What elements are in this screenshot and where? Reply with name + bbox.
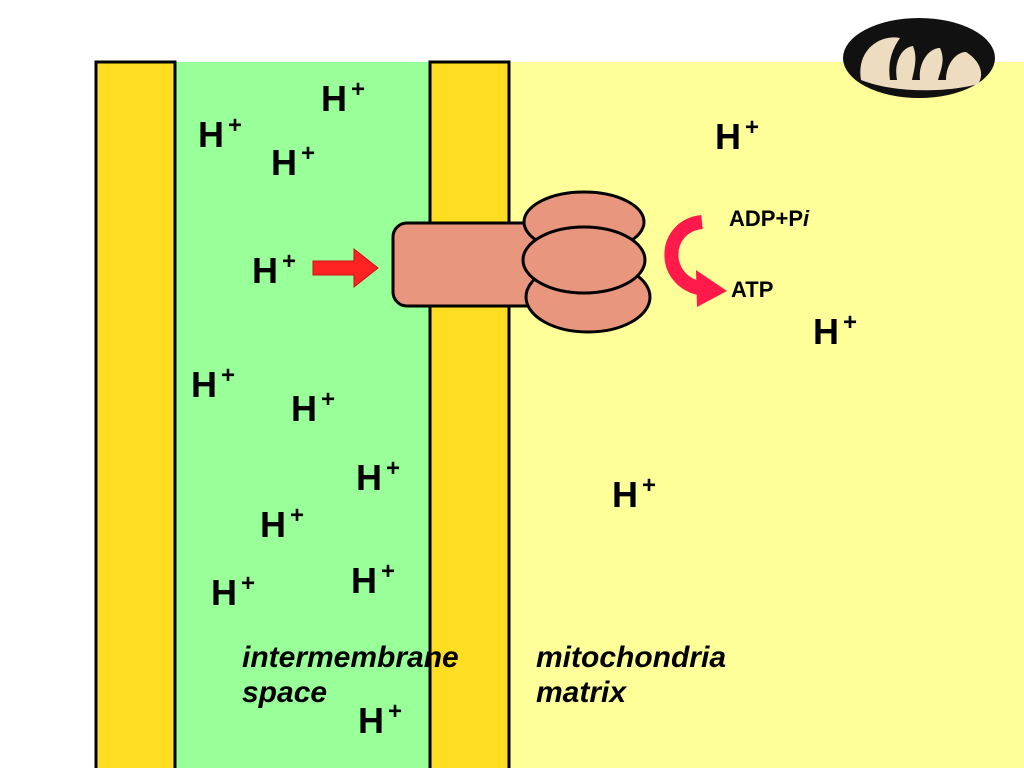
adp-pi-label: ADP+Pi (729, 206, 810, 231)
matrix-region (509, 62, 1024, 768)
proton: H+ (612, 472, 657, 515)
proton: H+ (356, 455, 401, 498)
outer-membrane (94, 60, 177, 768)
proton: H+ (252, 248, 297, 291)
proton: H+ (351, 558, 396, 601)
proton: H+ (813, 309, 858, 352)
proton: H+ (198, 112, 243, 155)
proton: H+ (271, 140, 316, 183)
proton: H+ (191, 362, 236, 405)
proton: H+ (211, 570, 256, 613)
atp-label: ATP (731, 277, 774, 302)
proton: H+ (358, 698, 403, 741)
mitochondrion-icon (843, 18, 995, 98)
inner-membrane (428, 60, 511, 768)
atp-synthase (391, 190, 652, 334)
intermembrane-space-region (175, 62, 430, 768)
proton: H+ (260, 502, 305, 545)
intermembrane-space-label: intermembrane space (242, 641, 459, 709)
proton-flow-arrow (312, 247, 379, 289)
reaction-arrow (664, 215, 727, 307)
proton: H+ (291, 386, 336, 429)
atp-synthase-head-middle (521, 225, 647, 295)
mitochondrion-icon-cristae (860, 37, 982, 91)
matrix-label: mitochondria matrix (536, 641, 727, 709)
proton: H+ (715, 114, 760, 157)
proton: H+ (321, 76, 366, 119)
